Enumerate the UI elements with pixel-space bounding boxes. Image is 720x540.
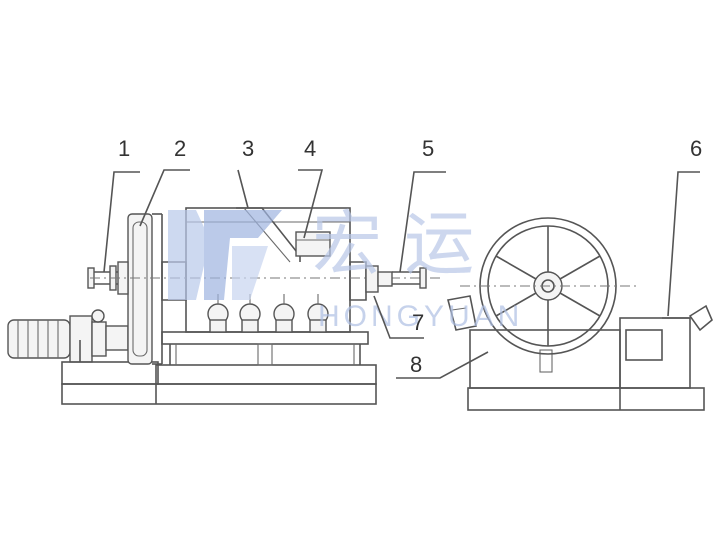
end-view xyxy=(447,217,713,411)
callout-5: 5 xyxy=(422,136,434,161)
watermark-latin: HONGYUAN xyxy=(318,300,523,333)
support-frame xyxy=(161,331,369,366)
watermark-cjk: 宏 运 xyxy=(312,203,474,285)
belt-guard xyxy=(127,213,163,365)
paddles xyxy=(207,294,329,333)
right-shaft xyxy=(365,265,427,293)
callout-3: 3 xyxy=(242,136,254,161)
watermark-logo xyxy=(168,210,282,300)
callout-labels: 1 2 3 4 5 6 7 8 xyxy=(118,136,702,377)
motor xyxy=(7,309,129,363)
callout-7: 7 xyxy=(412,310,424,335)
callout-6: 6 xyxy=(690,136,702,161)
leader-lines xyxy=(103,169,700,379)
callout-4: 4 xyxy=(304,136,316,161)
callout-1: 1 xyxy=(118,136,130,161)
side-view xyxy=(7,207,440,405)
watermark: 宏 运 HONGYUAN xyxy=(168,203,523,333)
callout-8: 8 xyxy=(410,352,422,377)
callout-2: 2 xyxy=(174,136,186,161)
end-wheel xyxy=(460,217,640,355)
